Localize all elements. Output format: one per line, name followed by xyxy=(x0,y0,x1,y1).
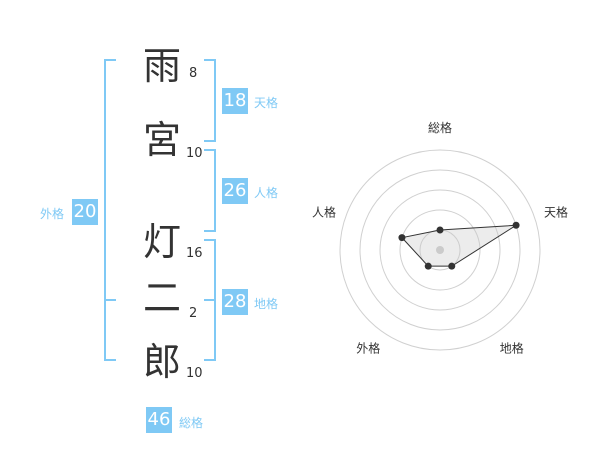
name-char: 雨 xyxy=(142,44,181,88)
radar-axis-label: 天格 xyxy=(544,204,568,219)
stroke-count: 10 xyxy=(186,366,203,381)
radar-point xyxy=(424,262,432,270)
radar-ring xyxy=(399,209,481,291)
chikaku-value: 28 xyxy=(222,289,248,315)
radar-axis-label: 地格 xyxy=(500,341,524,356)
radar-ring xyxy=(339,149,541,351)
radar-axis-label: 人格 xyxy=(312,204,336,219)
radar-center xyxy=(436,246,444,254)
radar-area xyxy=(400,224,517,267)
stroke-count: 2 xyxy=(189,306,198,321)
stroke-count: 16 xyxy=(186,246,203,261)
gaikaku-value: 20 xyxy=(72,199,98,225)
name-char: 灯 xyxy=(142,220,181,264)
gaikaku-bracket-tick xyxy=(106,299,116,301)
radar-axis-label: 総格 xyxy=(428,120,452,135)
tenkaku-value: 18 xyxy=(222,88,248,114)
tenkaku-label: 天格 xyxy=(254,96,279,110)
stroke-count: 8 xyxy=(189,66,198,81)
jinkaku-value: 26 xyxy=(222,178,248,204)
radar-point xyxy=(448,262,456,270)
radar-point xyxy=(512,221,520,229)
name-char: 郎 xyxy=(142,340,181,384)
chikaku-label: 地格 xyxy=(254,297,279,311)
radar-axis-label: 外格 xyxy=(356,341,380,356)
radar-point xyxy=(398,234,406,242)
jinkaku-label: 人格 xyxy=(254,186,279,200)
gaikaku-bracket xyxy=(104,59,116,361)
radar-ring xyxy=(379,189,501,311)
tenkaku-bracket xyxy=(204,59,216,142)
name-char: 宮 xyxy=(142,118,181,162)
chikaku-bracket xyxy=(204,239,216,361)
gaikaku-label: 外格 xyxy=(40,207,65,221)
stroke-count: 10 xyxy=(186,146,203,161)
soukaku-label: 総格 xyxy=(179,416,204,430)
chikaku-bracket-tick xyxy=(204,299,214,301)
name-char: 二 xyxy=(142,276,181,320)
radar-ring xyxy=(359,169,521,331)
radar-point xyxy=(436,226,444,234)
jinkaku-bracket xyxy=(204,149,216,232)
soukaku-value: 46 xyxy=(146,407,172,433)
